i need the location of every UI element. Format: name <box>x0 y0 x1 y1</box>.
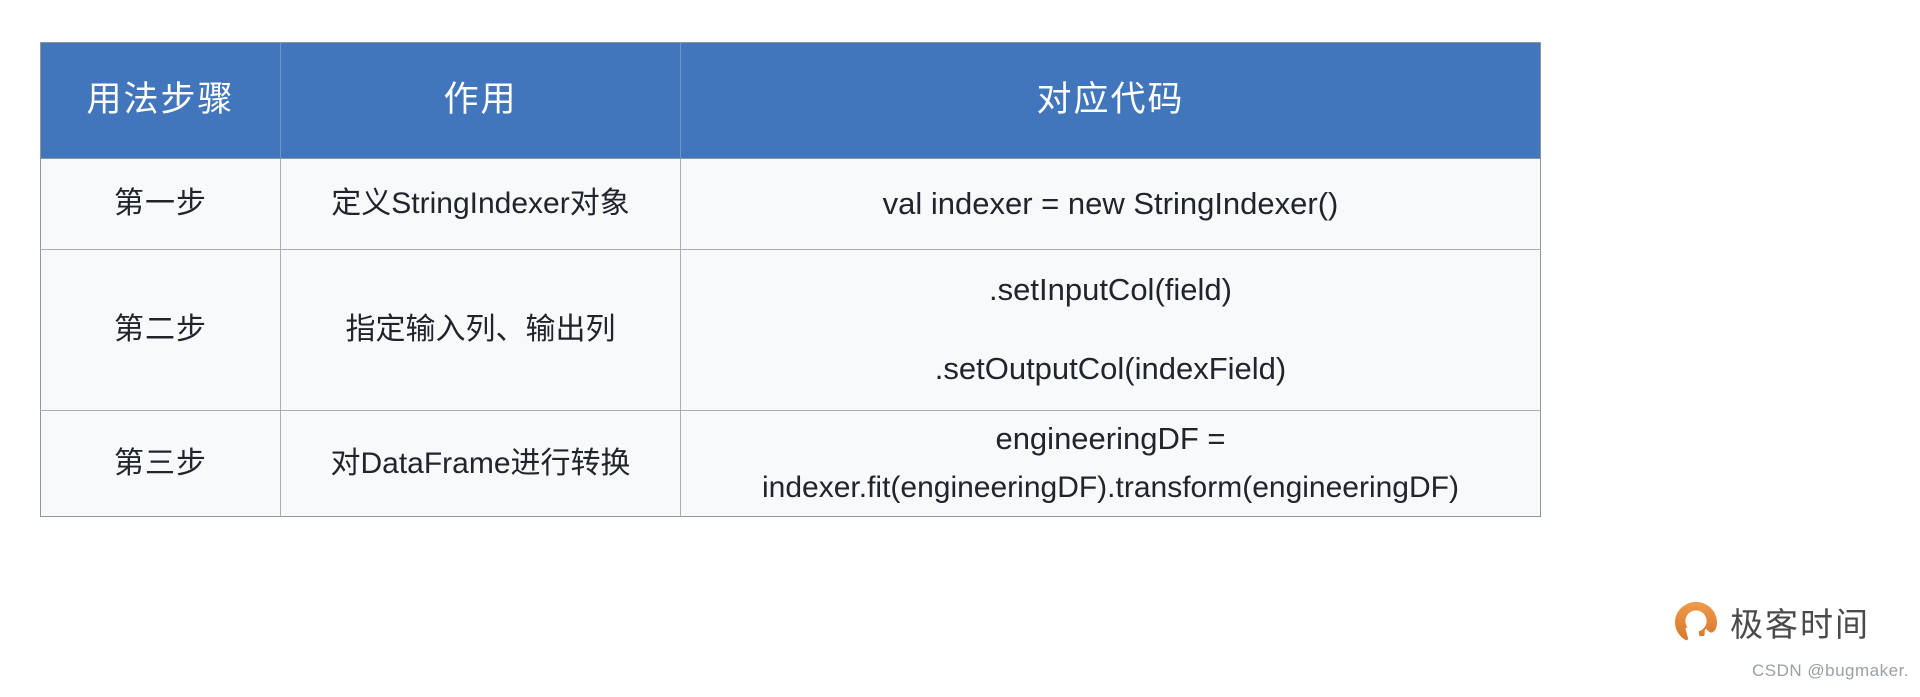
cell-step-2: 第二步 <box>40 249 281 411</box>
code-line: engineeringDF = <box>995 421 1226 457</box>
code-line: val indexer = new StringIndexer() <box>882 185 1339 221</box>
code-line: .setOutputCol(indexField) <box>934 351 1287 386</box>
cell-step-1: 第一步 <box>40 158 281 250</box>
geektime-logo-icon <box>1672 600 1720 648</box>
column-header-purpose: 作用 <box>280 42 681 159</box>
cell-code-1: val indexer = new StringIndexer() <box>680 158 1541 250</box>
brand-watermark: 极客时间 <box>1672 600 1870 648</box>
credit-watermark: CSDN @bugmaker. <box>1752 661 1910 680</box>
column-header-usage-step: 用法步骤 <box>40 42 281 159</box>
header-row: 用法步骤 作用 对应代码 <box>40 42 1541 159</box>
column-header-code: 对应代码 <box>680 42 1541 159</box>
code-line: .setInputCol(field) <box>989 272 1232 308</box>
brand-name: 极客时间 <box>1730 605 1870 643</box>
cell-purpose-2: 指定输入列、输出列 <box>280 249 681 411</box>
table-body: 第一步 定义StringIndexer对象 val indexer = new … <box>40 158 1541 517</box>
table-row: 第二步 指定输入列、输出列 .setInputCol(field) .setOu… <box>40 249 1541 411</box>
cell-step-3: 第三步 <box>40 410 281 517</box>
cell-purpose-1: 定义StringIndexer对象 <box>280 158 681 250</box>
table-row: 第三步 对DataFrame进行转换 engineeringDF = index… <box>40 410 1541 517</box>
cell-purpose-3: 对DataFrame进行转换 <box>280 410 681 517</box>
usage-steps-table-container: 用法步骤 作用 对应代码 第一步 定义StringIndexer对象 val i… <box>40 42 1541 517</box>
table-row: 第一步 定义StringIndexer对象 val indexer = new … <box>40 158 1541 250</box>
cell-code-3: engineeringDF = indexer.fit(engineeringD… <box>680 410 1541 517</box>
code-line: indexer.fit(engineeringDF).transform(eng… <box>762 471 1459 505</box>
usage-steps-table: 用法步骤 作用 对应代码 第一步 定义StringIndexer对象 val i… <box>40 42 1541 517</box>
cell-code-2: .setInputCol(field) .setOutputCol(indexF… <box>680 249 1541 411</box>
table-header: 用法步骤 作用 对应代码 <box>40 42 1541 159</box>
